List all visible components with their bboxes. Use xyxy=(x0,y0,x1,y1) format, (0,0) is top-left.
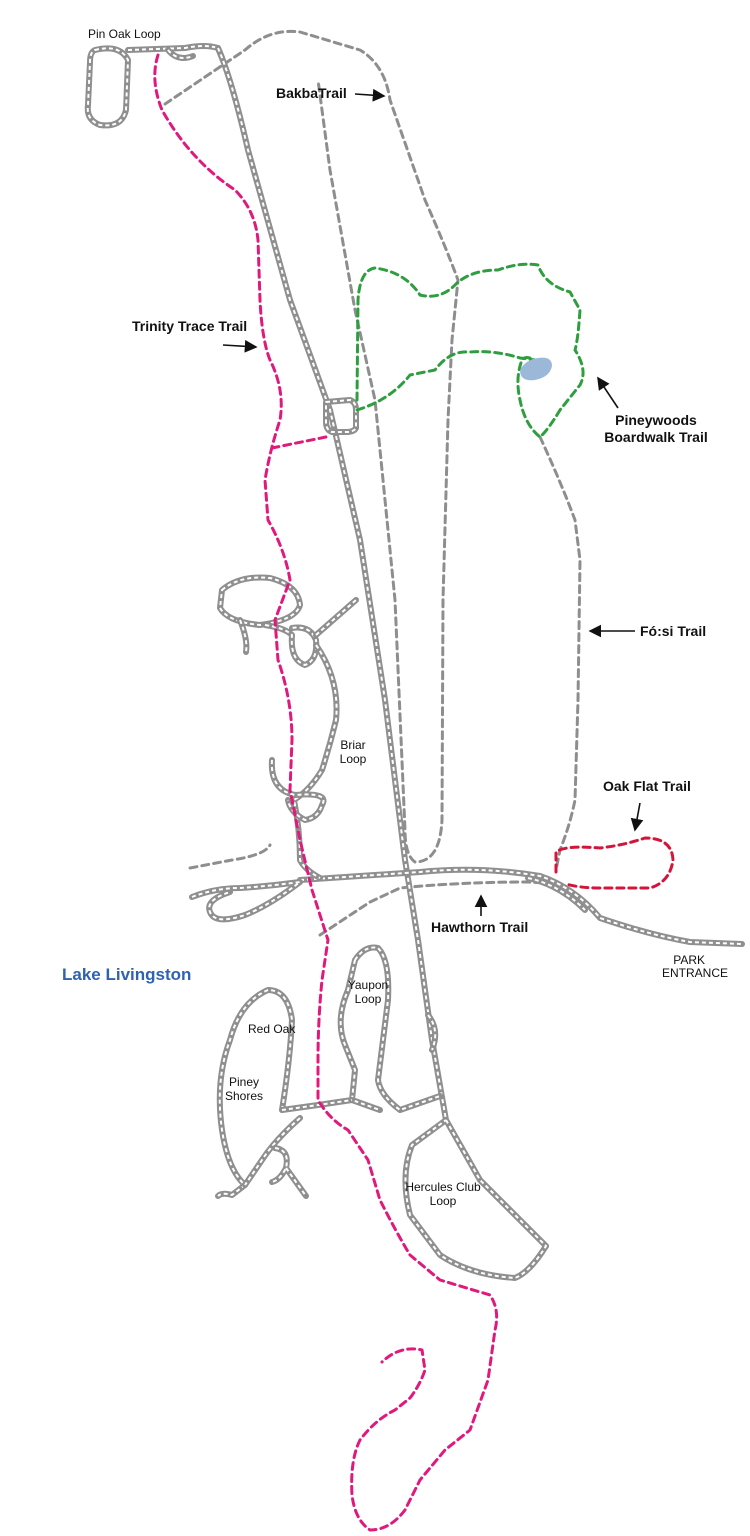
pin-oak-loop-label: Pin Oak Loop xyxy=(88,27,161,41)
hawthorn-trail-path xyxy=(318,880,562,937)
map-labels: Pin Oak Loop BakbaTrail Trinity Trace Tr… xyxy=(62,27,728,1208)
lake-livingston-label: Lake Livingston xyxy=(62,965,191,984)
pineywoods-label-line2: Boardwalk Trail xyxy=(604,429,707,445)
park-entrance-label-line2: ENTRANCE xyxy=(662,966,728,980)
piney-shores-road xyxy=(215,987,355,1199)
hercules-club-loop-label-line2: Loop xyxy=(430,1194,457,1208)
junction-square xyxy=(323,397,359,435)
pineywoods-boardwalk-trail-path xyxy=(355,262,585,439)
yaupon-loop-label-line1: Yaupon xyxy=(348,978,388,992)
fosi-trail-path xyxy=(538,435,582,872)
pineywoods-arrow-icon xyxy=(597,376,619,409)
main-park-road xyxy=(215,45,549,1281)
oak-flat-trail-path xyxy=(554,836,675,890)
bakba-trail-label: BakbaTrail xyxy=(276,85,347,101)
trinity-arrow-icon xyxy=(222,339,258,353)
pineywoods-inner-path xyxy=(355,350,537,412)
hercules-club-loop-label-line1: Hercules Club xyxy=(405,1180,481,1194)
oak-flat-trail-label: Oak Flat Trail xyxy=(603,778,691,794)
hawthorn-trail-label: Hawthorn Trail xyxy=(431,919,528,935)
briar-loop-road xyxy=(217,574,359,881)
west-loop-road xyxy=(189,879,303,923)
roads xyxy=(84,43,745,1281)
briar-loop-label-line1: Briar xyxy=(340,738,365,752)
piney-shores-label-line1: Piney xyxy=(229,1075,259,1089)
trinity-trace-trail-label: Trinity Trace Trail xyxy=(132,318,247,334)
bakba-arrow-icon xyxy=(354,88,386,102)
pineywoods-label-line1: Pineywoods xyxy=(615,412,697,428)
trinity-connector-path xyxy=(270,435,328,450)
yaupon-loop-road xyxy=(337,944,443,1113)
park-entrance-road xyxy=(297,866,745,947)
trinity-trace-trail-path xyxy=(153,53,499,1532)
bakba-trail-path xyxy=(163,29,460,864)
briar-loop-label-line2: Loop xyxy=(340,752,367,766)
fosi-trail-label: Fó:si Trail xyxy=(640,623,706,639)
pineywoods-boardwalk xyxy=(355,262,585,439)
boardwalk-pond xyxy=(520,357,552,381)
red-oak-label: Red Oak xyxy=(248,1022,296,1036)
park-entrance-label-line1: PARK xyxy=(673,953,705,967)
gray-trails xyxy=(163,29,582,937)
piney-shores-label-line2: Shores xyxy=(225,1089,263,1103)
yaupon-loop-label-line2: Loop xyxy=(355,992,382,1006)
west-spur-path xyxy=(188,843,272,870)
label-arrows xyxy=(222,88,644,916)
oak-flat-arrow-icon xyxy=(630,802,644,832)
